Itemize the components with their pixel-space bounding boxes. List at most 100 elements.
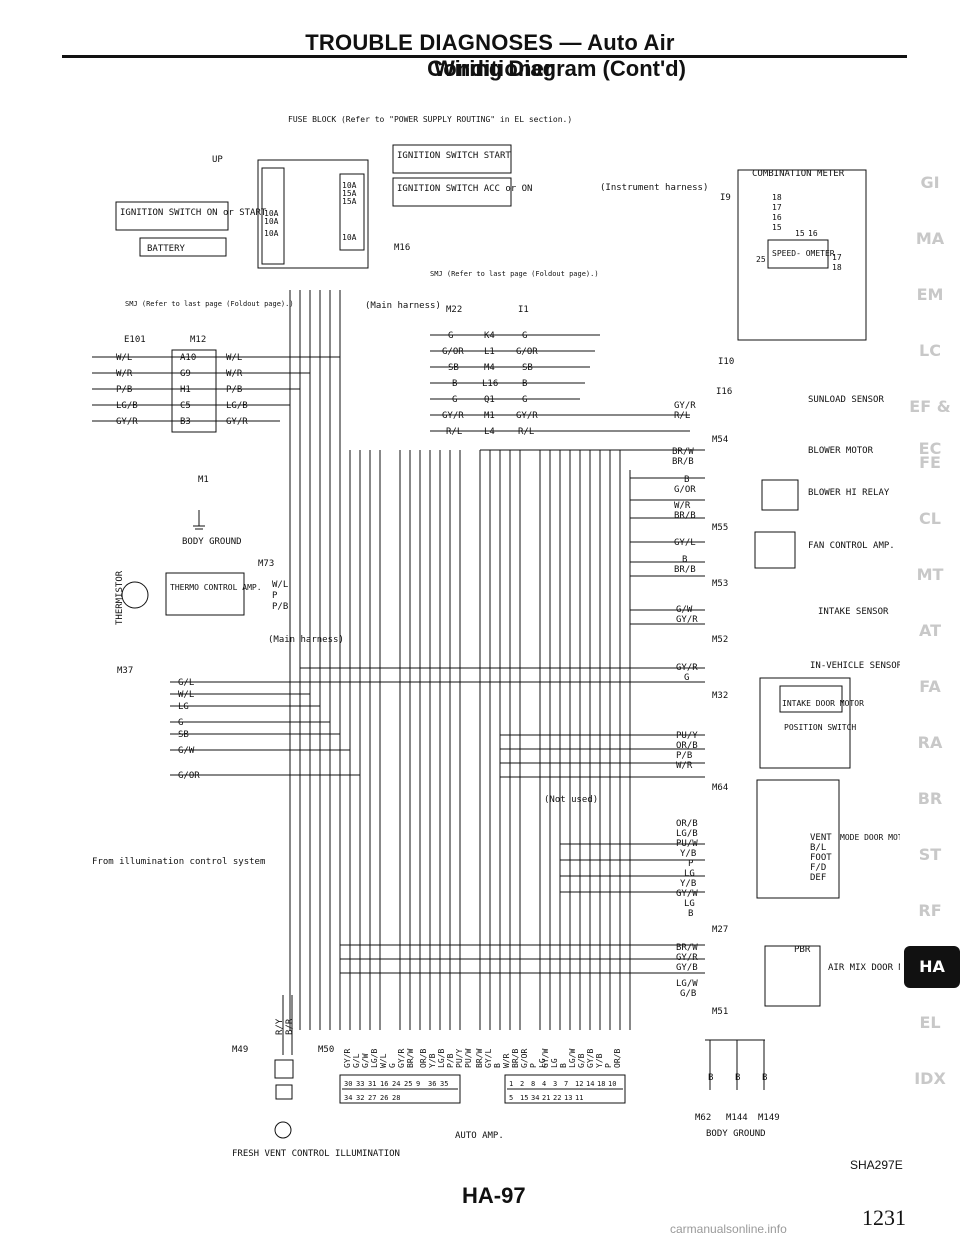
speedometer-label: SPEED- OMETER (772, 249, 835, 258)
tab-fa[interactable]: FA (919, 677, 941, 696)
wire-right-label: GY/R (226, 417, 248, 427)
relay-wire-3: BR/B (674, 511, 696, 521)
sunload-wire-1: R/L (674, 411, 690, 421)
amp-wire-label: BR/B (511, 1049, 520, 1068)
amp-pin: 27 (368, 1094, 376, 1102)
mode-wire: GY/W (676, 889, 698, 899)
m73-wire-1: P (272, 591, 278, 601)
tab-efec[interactable]: EF & EC (909, 397, 951, 458)
wire-pin-label: B3 (180, 417, 191, 427)
ign-start-box (392, 144, 512, 174)
airmix-wire: BR/W (676, 943, 698, 953)
combination-meter-label: COMBINATION METER (752, 169, 845, 179)
amp-wire-label: LG/B (370, 1049, 379, 1068)
tab-at[interactable]: AT (918, 621, 942, 640)
combination-meter-frame (737, 169, 867, 341)
auto-amp-label: AUTO AMP. (455, 1131, 504, 1141)
meter-pin: 17 (832, 253, 842, 262)
mode-pos-0: VENT (810, 833, 832, 843)
sunload-sensor-label: SUNLOAD SENSOR (808, 395, 884, 405)
relay-wire-0: B (684, 475, 689, 485)
amp-wire-label: Y/B (595, 1053, 604, 1068)
mode-wire: LG/B (676, 829, 698, 839)
amp-pin: 18 (597, 1080, 605, 1088)
wire-rows-left: W/L A10 W/L W/R G9 W/R P/B H1 P/B LG/B C… (116, 353, 248, 427)
amp-pin: 5 (509, 1094, 513, 1102)
amp-wire-label: OR/B (419, 1049, 428, 1068)
connector-i16: I16 (716, 387, 732, 397)
amp-wire-label: PU/W (464, 1049, 473, 1068)
page-number: HA-97 (462, 1183, 526, 1208)
airmix-wire: LG/W (676, 979, 698, 989)
intake-door-wire-2: P/B (676, 751, 692, 761)
connector-i9: I9 (720, 193, 731, 203)
amp-pin: 15 (520, 1094, 528, 1102)
tab-ra[interactable]: RA (917, 733, 943, 752)
tab-idx[interactable]: IDX (914, 1069, 946, 1088)
wire-right-label: G (522, 395, 527, 405)
intake-wire-0: G/W (676, 605, 693, 615)
main-harness-label: (Main harness) (365, 301, 441, 311)
connector-m1: M1 (198, 475, 209, 485)
vent-illum-label: FRESH VENT CONTROL ILLUMINATION (232, 1149, 400, 1159)
tab-ha[interactable]: HA (904, 946, 960, 988)
book-page-number: 1231 (862, 1205, 906, 1230)
amp-pin: 10 (608, 1080, 616, 1088)
amp-pin: 34 (344, 1094, 352, 1102)
battery-label: BATTERY (147, 244, 186, 254)
m37-wire-1: W/L (178, 690, 194, 700)
amp-pin: 13 (564, 1094, 572, 1102)
amp-wire-label: OR/B (613, 1049, 622, 1068)
amp-pin: 32 (356, 1094, 364, 1102)
tab-el[interactable]: EL (919, 1013, 941, 1032)
position-switch-label: POSITION SWITCH (784, 723, 856, 732)
amp-pin: 34 (531, 1094, 539, 1102)
connector-m27: M27 (712, 925, 728, 935)
tab-lc[interactable]: LC (919, 341, 941, 360)
thermistor-label: THERMISTOR (115, 570, 125, 625)
amp-pin: 14 (586, 1080, 594, 1088)
airmix-wire: G/B (680, 989, 696, 999)
wire-left-label: R/L (446, 427, 462, 437)
mode-wire: Y/B (680, 879, 696, 889)
tab-br[interactable]: BR (917, 789, 943, 808)
tab-mt[interactable]: MT (916, 565, 944, 584)
page-subtitle: Wiring Diagram (Cont'd) (434, 56, 686, 81)
wire-left-label: G/OR (442, 347, 464, 357)
mode-wire: OR/B (676, 819, 698, 829)
tab-em[interactable]: EM (916, 285, 944, 304)
wire-pin-label: L4 (484, 427, 495, 437)
wire-pin-label: A10 (180, 353, 196, 363)
wire-left-label: GY/R (116, 417, 138, 427)
fuse-rating: 10A (264, 229, 279, 238)
amp-wire-label: P/B (446, 1053, 455, 1068)
mode-wire: P (688, 859, 694, 869)
amp-pin: 25 (404, 1080, 412, 1088)
smj-note-left: SMJ (Refer to last page (Foldout page).) (125, 300, 294, 308)
m37-wire-4: SB (178, 730, 189, 740)
wire-pin-label: M1 (484, 411, 495, 421)
amp-pin: 31 (368, 1080, 376, 1088)
mode-pos-1: B/L (810, 843, 826, 853)
amp-wire-label: GY/L (484, 1049, 493, 1068)
tab-rf[interactable]: RF (918, 901, 942, 920)
fuse-rating: 10A (264, 209, 279, 218)
tab-st[interactable]: ST (918, 845, 942, 864)
fuse-rating: 15A (342, 189, 357, 198)
tab-fe[interactable]: FE (919, 453, 941, 472)
amp-pin: 30 (344, 1080, 352, 1088)
invehicle-wire-0: GY/R (676, 663, 698, 673)
amp-pin: 33 (356, 1080, 364, 1088)
tab-ma[interactable]: MA (915, 229, 945, 248)
fuse-rating: 10A (342, 181, 357, 190)
sunload-wire-0: GY/R (674, 401, 696, 411)
connector-m37: M37 (117, 666, 133, 676)
fuse-rating: 10A (264, 217, 279, 226)
wire-pin-label: Q1 (484, 395, 495, 405)
tab-cl[interactable]: CL (919, 509, 941, 528)
amp-pin: 16 (380, 1080, 388, 1088)
tab-gi[interactable]: GI (920, 173, 940, 192)
illumination-label: From illumination control system (92, 857, 265, 867)
